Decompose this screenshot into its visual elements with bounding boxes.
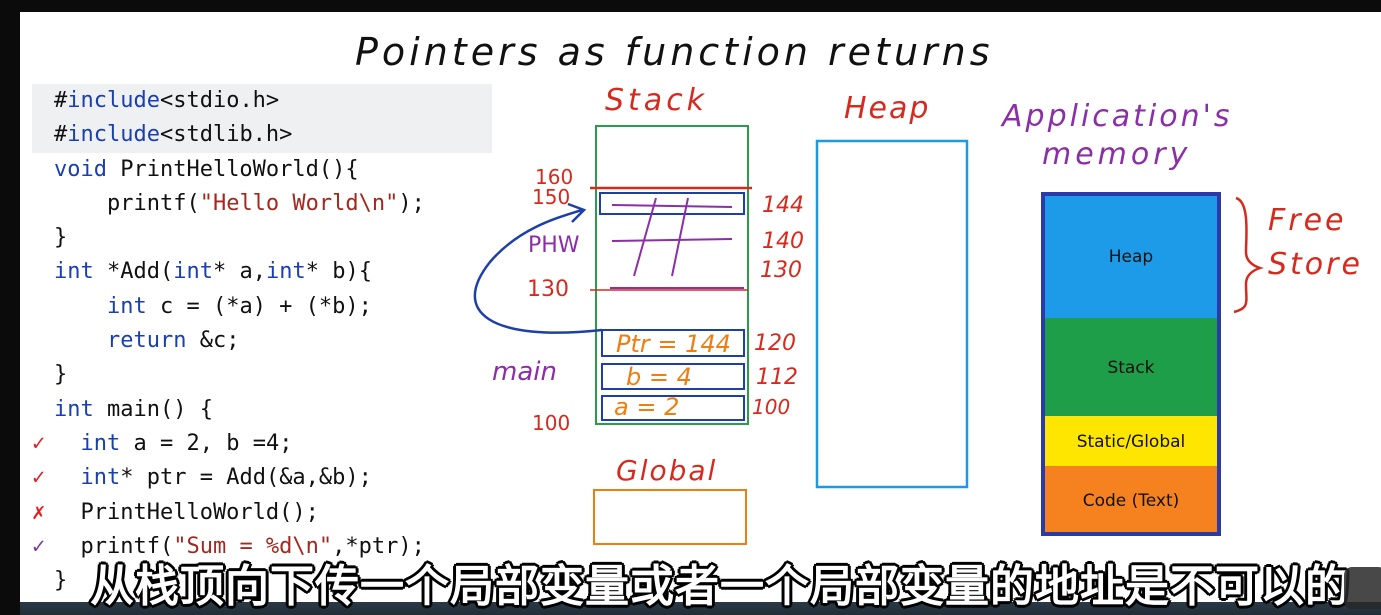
ptr-cell-text: Ptr = 144 <box>616 330 731 358</box>
free-store-label-2: Store <box>1268 247 1363 282</box>
check-mark-icon: ✓ <box>32 430 46 456</box>
addr-100: 100 <box>532 411 570 435</box>
strike-line <box>611 238 733 242</box>
addr-112: 112 <box>756 365 798 390</box>
code-text: int* ptr = Add(&a,&b); <box>80 465 372 491</box>
main-label: main <box>492 357 557 387</box>
memory-segment <box>1043 466 1219 534</box>
heap-label: Heap <box>844 91 930 126</box>
return-arrow <box>473 208 603 334</box>
code-text: return &c; <box>106 328 240 354</box>
check-mark-icon: ✓ <box>32 533 46 559</box>
addr-160: 160 <box>535 165 573 189</box>
app-memory-label: Application's <box>1000 99 1233 134</box>
player-control-button[interactable] <box>1344 567 1381 609</box>
code-line: } <box>32 358 492 392</box>
app-memory-label-2: memory <box>1042 137 1191 172</box>
stack-box <box>595 125 749 425</box>
code-listing: #include<stdio.h> #include<stdlib.h> void … <box>32 84 492 598</box>
code-text: #include<stdlib.h> <box>54 122 293 148</box>
code-line: int *Add(int* a,int* b){ <box>32 255 492 289</box>
return-arrow-head <box>567 202 587 223</box>
phw-label: PHW <box>528 233 580 258</box>
addr-144: 144 <box>762 193 804 218</box>
addr-130-right: 130 <box>760 258 802 283</box>
memory-segment-label: Stack <box>1107 358 1154 378</box>
code-line: ✓ int a = 2, b =4; <box>32 427 492 461</box>
code-line: printf("Hello World\n"); <box>32 187 492 221</box>
code-text: } <box>54 362 68 388</box>
code-line: #include<stdlib.h> <box>32 118 492 153</box>
strike-line <box>671 197 689 277</box>
free-store-label: Free <box>1268 203 1347 238</box>
memory-segment-label: Static/Global <box>1077 432 1186 452</box>
addr-130: 130 <box>527 277 569 302</box>
code-text: void PrintHelloWorld(){ <box>54 156 359 182</box>
code-text: int main() { <box>54 396 213 422</box>
code-line: int c = (*a) + (*b); <box>32 290 492 324</box>
slide-title: Pointers as function returns <box>355 30 994 74</box>
ptr-cell <box>601 329 745 357</box>
addr-120: 120 <box>754 331 796 356</box>
b-cell-text: b = 4 <box>626 363 692 391</box>
code-line: void PrintHelloWorld(){ <box>32 153 492 187</box>
free-store-brace <box>1233 196 1264 314</box>
cell-144 <box>599 192 745 215</box>
memory-segment <box>1043 318 1219 416</box>
addr-150: 150 <box>532 185 570 209</box>
code-line: } <box>32 564 492 598</box>
code-text: int *Add(int* a,int* b){ <box>54 259 372 285</box>
strike-line <box>611 204 733 208</box>
code-text: } <box>54 225 68 251</box>
memory-segment <box>1043 194 1219 318</box>
memory-diagram: Stack Ptr = 144 b = 4 a = 2 160 150 130 … <box>473 83 1363 545</box>
strike-line <box>633 197 657 277</box>
code-text: int a = 2, b =4; <box>80 430 293 456</box>
code-text: #include<stdio.h> <box>54 88 280 113</box>
a-cell <box>601 395 745 421</box>
code-line: } <box>32 221 492 255</box>
check-mark-icon: ✓ <box>32 465 46 491</box>
code-line: return &c; <box>32 324 492 358</box>
b-cell <box>601 363 745 390</box>
memory-segment <box>1043 416 1219 466</box>
top-letterbox <box>0 0 1381 12</box>
code-line: ✗ PrintHelloWorld(); <box>32 496 492 530</box>
global-label: Global <box>616 454 717 487</box>
code-text: int c = (*a) + (*b); <box>106 293 372 319</box>
heap-box <box>815 139 969 489</box>
stack-label: Stack <box>605 83 708 118</box>
code-line: #include<stdio.h> <box>32 84 492 119</box>
code-text: printf("Hello World\n"); <box>54 190 425 216</box>
global-box <box>593 489 747 545</box>
left-letterbox <box>0 0 20 615</box>
addr-100-right: 100 <box>752 395 790 419</box>
code-line: ✓ printf("Sum = %d\n",*ptr); <box>32 530 492 564</box>
addr-140: 140 <box>762 229 804 254</box>
memory-layout-border <box>1041 192 1221 536</box>
code-line: ✓ int* ptr = Add(&a,&b); <box>32 461 492 495</box>
player-bottom-shade <box>20 602 1381 615</box>
code-line: int main() { <box>32 393 492 427</box>
memory-segment-label: Code (Text) <box>1083 491 1180 511</box>
code-text: PrintHelloWorld(); <box>54 499 319 525</box>
check-mark-icon: ✗ <box>32 499 46 525</box>
subtitle: 从栈顶向下传一个局部变量或者一个局部变量的地址是不可以的 <box>90 561 1350 612</box>
video-frame: Pointers as function returns #include<st… <box>20 12 1381 615</box>
memory-segment-label: Heap <box>1109 247 1153 267</box>
code-text: printf("Sum = %d\n",*ptr); <box>54 533 425 559</box>
code-text: } <box>54 568 68 594</box>
a-cell-text: a = 2 <box>614 393 679 421</box>
